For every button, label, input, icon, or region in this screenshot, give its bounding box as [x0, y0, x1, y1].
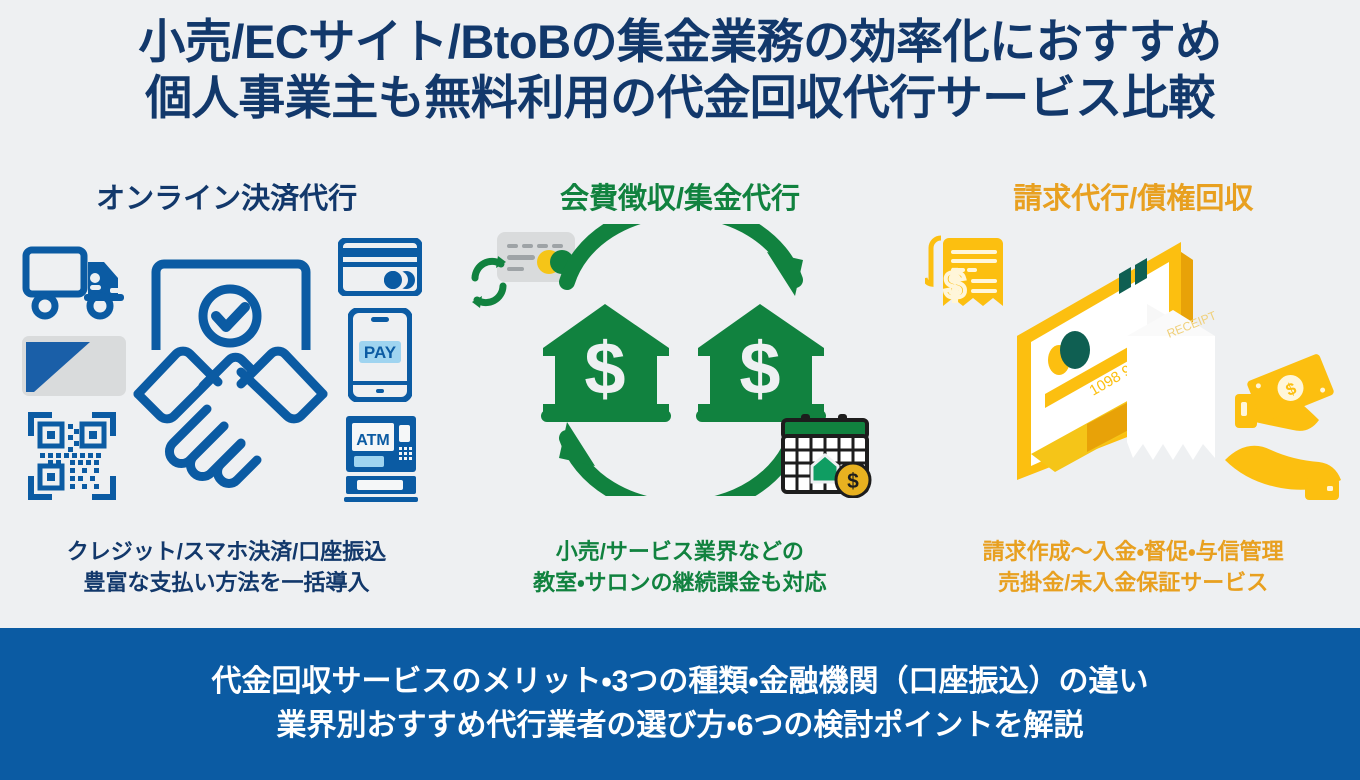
- banner-line-1: 代金回収サービスのメリット・3つの種類・金融機関（口座振込）の違い: [211, 665, 1149, 698]
- invoice-dollar-symbol: $: [944, 265, 965, 307]
- column-3-caption-line-1: 請求作成〜入金・督促・与信管理: [982, 539, 1284, 564]
- column-3-caption-line-2: 売掛金/未入金保証サービス: [998, 570, 1269, 595]
- circular-transfer-arrows-icon: [559, 224, 804, 496]
- calendar-payment-icon: $: [781, 414, 872, 498]
- bank-dollar-symbol: $: [585, 327, 626, 410]
- column-membership-collection: 会費徴収/集金代行: [453, 160, 906, 620]
- column-1-caption-line-1: クレジット/スマホ決済/口座振込: [66, 539, 387, 564]
- column-2-illustration: $ $: [453, 224, 906, 514]
- bank-dollar-symbol: $: [740, 327, 781, 410]
- column-3-illustration: $ 10: [907, 224, 1360, 514]
- check-badge-icon: [198, 284, 262, 348]
- bank-building-icon: $: [696, 304, 827, 422]
- column-3-heading: 請求代行/債権回収: [1013, 183, 1254, 215]
- handshake-deal-icon: [133, 259, 328, 488]
- bottom-banner: 代金回収サービスのメリット・3つの種類・金融機関（口座振込）の違い 業界別おすす…: [0, 628, 1360, 780]
- page-title: 小売/ECサイト/BtoBの集金業務の効率化におすすめ 個人事業主も無料利用の代…: [0, 14, 1360, 126]
- credit-card-flat-icon: [22, 336, 127, 396]
- atm-label: ATM: [356, 432, 389, 449]
- atm-machine-icon: ATM: [344, 416, 419, 502]
- column-1-caption-line-2: 豊富な支払い方法を一括導入: [83, 570, 370, 595]
- column-invoice-collection: 請求代行/債権回収 $: [907, 160, 1360, 620]
- column-2-heading: 会費徴収/集金代行: [559, 183, 801, 215]
- column-1-illustration: PAY ATM: [0, 224, 453, 514]
- column-1-heading: オンライン決済代行: [96, 183, 358, 215]
- cash-handover-icon: $: [1224, 354, 1341, 500]
- column-2-caption: 小売/サービス業界などの 教室・サロンの継続課金も対応: [453, 536, 906, 598]
- column-3-caption: 請求作成〜入金・督促・与信管理 売掛金/未入金保証サービス: [907, 536, 1360, 598]
- column-1-caption: クレジット/スマホ決済/口座振込 豊富な支払い方法を一括導入: [0, 536, 453, 598]
- title-line-2: 個人事業主も無料利用の代金回収代行サービス比較: [145, 71, 1215, 124]
- title-line-1: 小売/ECサイト/BtoBの集金業務の効率化におすすめ: [138, 15, 1222, 68]
- smartphone-pay-icon: PAY: [348, 308, 413, 402]
- bank-building-icon: $: [541, 304, 672, 422]
- credit-card-icon: [338, 238, 423, 296]
- invoice-receipt-icon: $: [924, 235, 1003, 309]
- phone-pay-label: PAY: [364, 343, 397, 362]
- column-online-payment: オンライン決済代行: [0, 160, 453, 620]
- service-columns: オンライン決済代行: [0, 160, 1360, 620]
- bank-buildings-group: $ $: [541, 304, 827, 422]
- column-2-caption-line-1: 小売/サービス業界などの: [555, 539, 804, 564]
- credit-card-terminal-icon: 1098 9634 3220 RECEIPT: [1016, 242, 1341, 500]
- delivery-truck-icon: [22, 246, 125, 320]
- column-2-caption-line-2: 教室・サロンの継続課金も対応: [533, 570, 827, 595]
- banner-line-2: 業界別おすすめ代行業者の選び方・6つの検討ポイントを解説: [276, 709, 1084, 742]
- calendar-coin-symbol: $: [848, 470, 860, 493]
- qr-code-icon: [28, 412, 117, 500]
